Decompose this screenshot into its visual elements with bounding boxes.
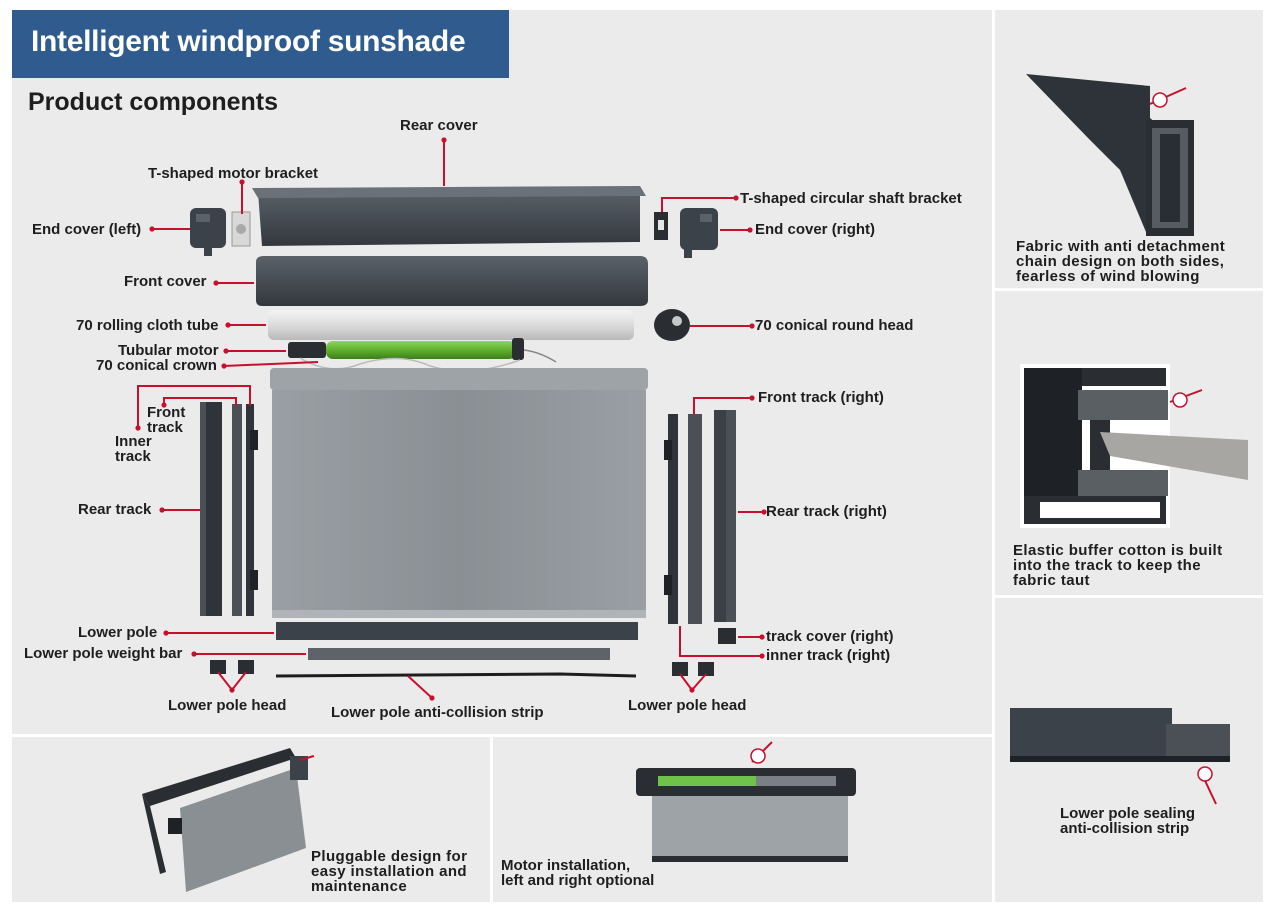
caption-sealing-line1: Lower pole sealing [1060, 806, 1195, 821]
label-lower-pole-weight-bar: Lower pole weight bar [24, 646, 182, 661]
anti-collision-strip [276, 674, 636, 676]
caption-chain-line2: chain design on both sides, [1016, 254, 1224, 269]
label-front-track-line1: Front [147, 405, 185, 420]
caption-chain-line3: fearless of wind blowing [1016, 269, 1200, 284]
label-rear-track-right: Rear track (right) [766, 504, 887, 519]
buffer-detail-illustration [1020, 364, 1248, 528]
label-t-shaped-circular-shaft-bracket: T-shaped circular shaft bracket [740, 191, 962, 206]
label-lower-pole-head-right: Lower pole head [628, 698, 746, 713]
label-front-cover: Front cover [124, 274, 207, 289]
label-tubular-motor: Tubular motor [118, 343, 219, 358]
caption-pluggable-line1: Pluggable design for [311, 849, 467, 864]
end-cover-left [190, 208, 226, 256]
label-front-track-right: Front track (right) [758, 390, 884, 405]
chain-detail-illustration [1026, 74, 1194, 236]
rear-cover [252, 186, 646, 246]
sealing-strip-illustration [1010, 708, 1230, 804]
caption-buffer-line1: Elastic buffer cotton is built [1013, 543, 1223, 558]
label-lower-pole-head-left: Lower pole head [168, 698, 286, 713]
caption-motor-line1: Motor installation, [501, 858, 630, 873]
label-t-shaped-motor-bracket: T-shaped motor bracket [148, 166, 318, 181]
track-cover-right [718, 628, 736, 644]
front-cover [256, 256, 648, 306]
t-shaped-circular-shaft-bracket [654, 212, 668, 240]
label-front-track-line2: track [147, 420, 183, 435]
lower-pole [276, 622, 638, 640]
caption-buffer-line2: into the track to keep the [1013, 558, 1201, 573]
label-conical-crown: 70 conical crown [96, 358, 217, 373]
caption-pluggable-line2: easy installation and [311, 864, 467, 879]
left-tracks [200, 402, 258, 616]
conical-round-head [654, 309, 690, 341]
label-track-cover-right: track cover (right) [766, 629, 894, 644]
caption-motor-line2: left and right optional [501, 873, 654, 888]
motor-illustration [636, 742, 856, 862]
caption-buffer-line3: fabric taut [1013, 573, 1090, 588]
caption-pluggable-line3: maintenance [311, 879, 407, 894]
t-shaped-motor-bracket [232, 212, 250, 246]
caption-chain-line1: Fabric with anti detachment [1016, 239, 1225, 254]
lower-pole-weight-bar [308, 648, 610, 660]
label-end-cover-left: End cover (left) [32, 222, 141, 237]
label-rear-cover: Rear cover [400, 118, 478, 133]
label-rear-track: Rear track [78, 502, 151, 517]
pluggable-illustration [142, 748, 314, 892]
label-end-cover-right: End cover (right) [755, 222, 875, 237]
end-cover-right [680, 208, 718, 258]
lower-pole-head-right-parts [672, 662, 714, 676]
label-inner-track-line2: track [115, 449, 151, 464]
label-conical-round-head: 70 conical round head [755, 318, 913, 333]
caption-sealing-line2: anti-collision strip [1060, 821, 1189, 836]
lower-pole-head-left-parts [210, 660, 254, 674]
tubular-motor [288, 338, 556, 371]
fabric-screen [270, 368, 648, 618]
label-lower-pole: Lower pole [78, 625, 157, 640]
label-rolling-cloth-tube: 70 rolling cloth tube [76, 318, 219, 333]
label-anti-collision-strip: Lower pole anti-collision strip [331, 705, 544, 720]
label-inner-track-right: inner track (right) [766, 648, 890, 663]
label-inner-track-line1: Inner [115, 434, 152, 449]
right-tracks [664, 410, 736, 624]
rolling-cloth-tube [268, 310, 634, 340]
